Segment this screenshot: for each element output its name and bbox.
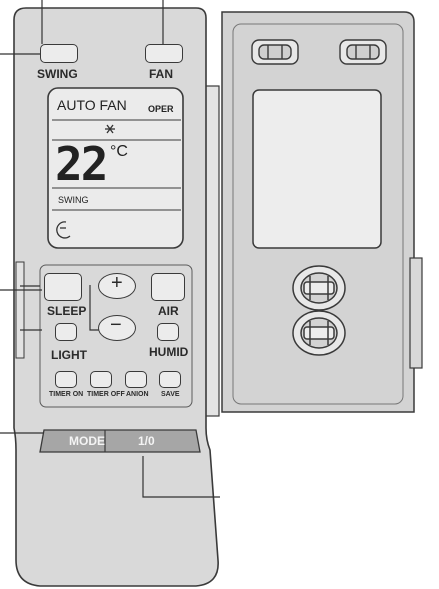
light-button[interactable] [55,323,77,341]
save-label: SAVE [161,391,180,398]
anion-button[interactable] [125,371,147,388]
fan-button[interactable] [145,44,183,63]
snowflake-icon [105,124,115,134]
mode-label: MODE [69,434,105,448]
sleep-symbol-icon [56,221,71,239]
anion-label: ANION [126,391,149,398]
air-button[interactable] [151,273,185,301]
temp-up-button[interactable] [98,273,136,299]
lcd-display [47,87,184,249]
timer-off-label: TIMER OFF [87,391,125,398]
cover-clip [409,257,423,369]
cover-window [252,89,382,249]
power-label: 1/0 [138,434,155,448]
cover-knob-pair [292,265,346,356]
timer-off-button[interactable] [90,371,112,388]
lcd-oper-text: OPER [148,104,174,114]
side-grip [15,261,25,359]
cover-hinge-edge [204,85,220,417]
sleep-button[interactable] [44,273,82,301]
leader-lines [0,0,220,498]
temp-down-button[interactable] [98,315,136,341]
sleep-label: SLEEP [47,304,87,318]
lcd-mode-text: AUTO FAN [57,97,127,113]
humid-label: HUMID [149,345,189,359]
timer-on-button[interactable] [55,371,77,388]
plus-icon: + [111,272,123,294]
fan-label: FAN [149,67,173,81]
cover-inner-panel [232,23,404,405]
lcd-swing-text: SWING [58,195,89,205]
lcd-unit: °C [110,143,128,160]
latch-right [339,39,387,65]
keypad-plate [39,264,193,408]
timer-on-label: TIMER ON [49,391,84,398]
save-button[interactable] [159,371,181,388]
swing-button[interactable] [40,44,78,63]
bottom-button-band [39,429,201,453]
latch-left [251,39,299,65]
light-label: LIGHT [51,348,87,362]
lcd-temperature: 22 [55,137,108,191]
minus-icon: − [110,314,122,336]
air-label: AIR [158,304,179,318]
humid-button[interactable] [157,323,179,341]
swing-label: SWING [37,67,78,81]
